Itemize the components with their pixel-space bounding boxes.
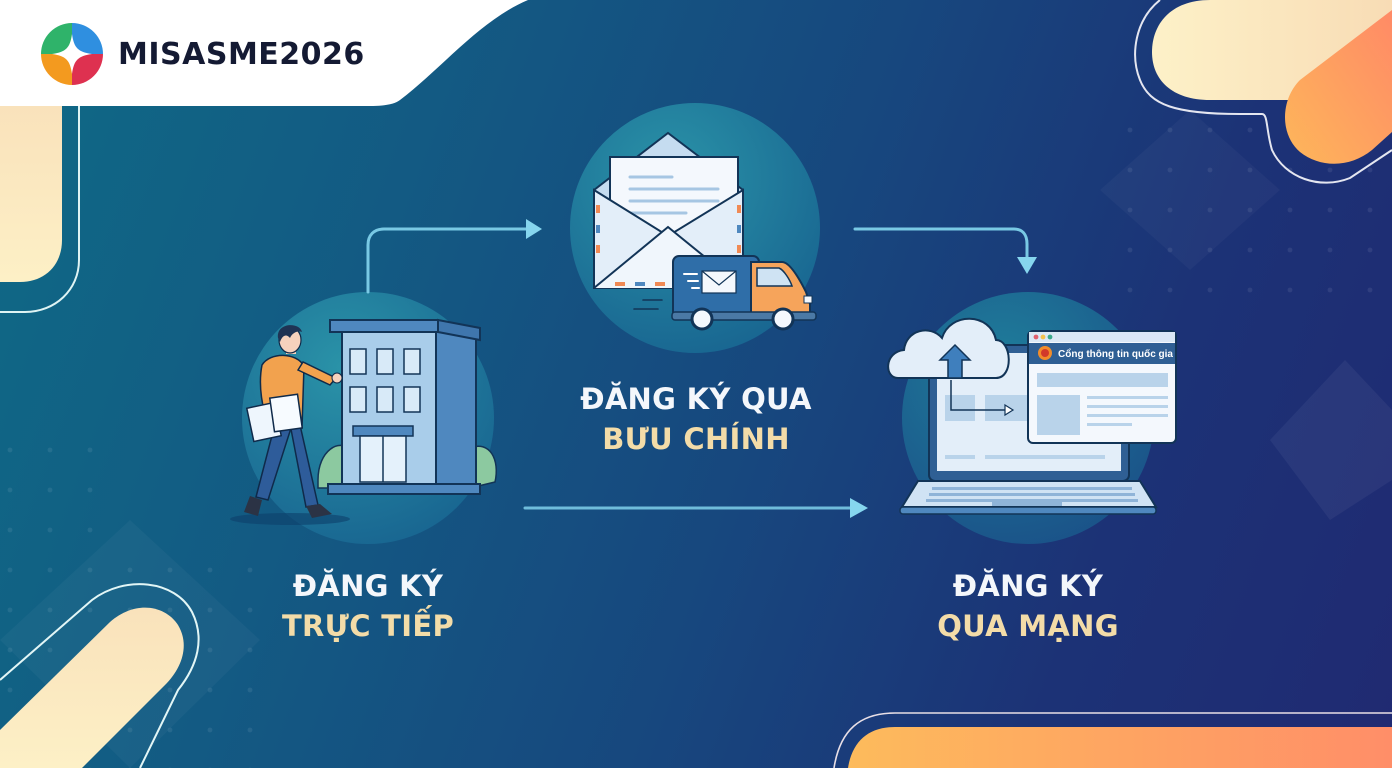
step-online-line2: QUA MẠNG — [937, 609, 1119, 643]
portal-window-title: Cổng thông tin quốc gia — [1058, 348, 1173, 360]
step-direct-line2: TRỰC TIẾP — [281, 609, 455, 643]
step-label-postal: ĐĂNG KÝ QUA BƯU CHÍNH — [566, 379, 826, 459]
step-postal-line2: BƯU CHÍNH — [602, 422, 790, 456]
arrow-direct-to-postal — [366, 227, 530, 294]
step-label-online: ĐĂNG KÝ QUA MẠNG — [918, 566, 1138, 646]
step-label-direct: ĐĂNG KÝ TRỰC TIẾP — [258, 566, 478, 646]
brand-header: MISASME2026 — [40, 22, 365, 86]
step-online-line1: ĐĂNG KÝ — [952, 569, 1104, 603]
brand-name: MISASME2026 — [118, 36, 365, 72]
step-postal-line1: ĐĂNG KÝ QUA — [580, 382, 812, 416]
brand-logo-icon — [41, 23, 103, 85]
step-direct-line1: ĐĂNG KÝ — [292, 569, 444, 603]
